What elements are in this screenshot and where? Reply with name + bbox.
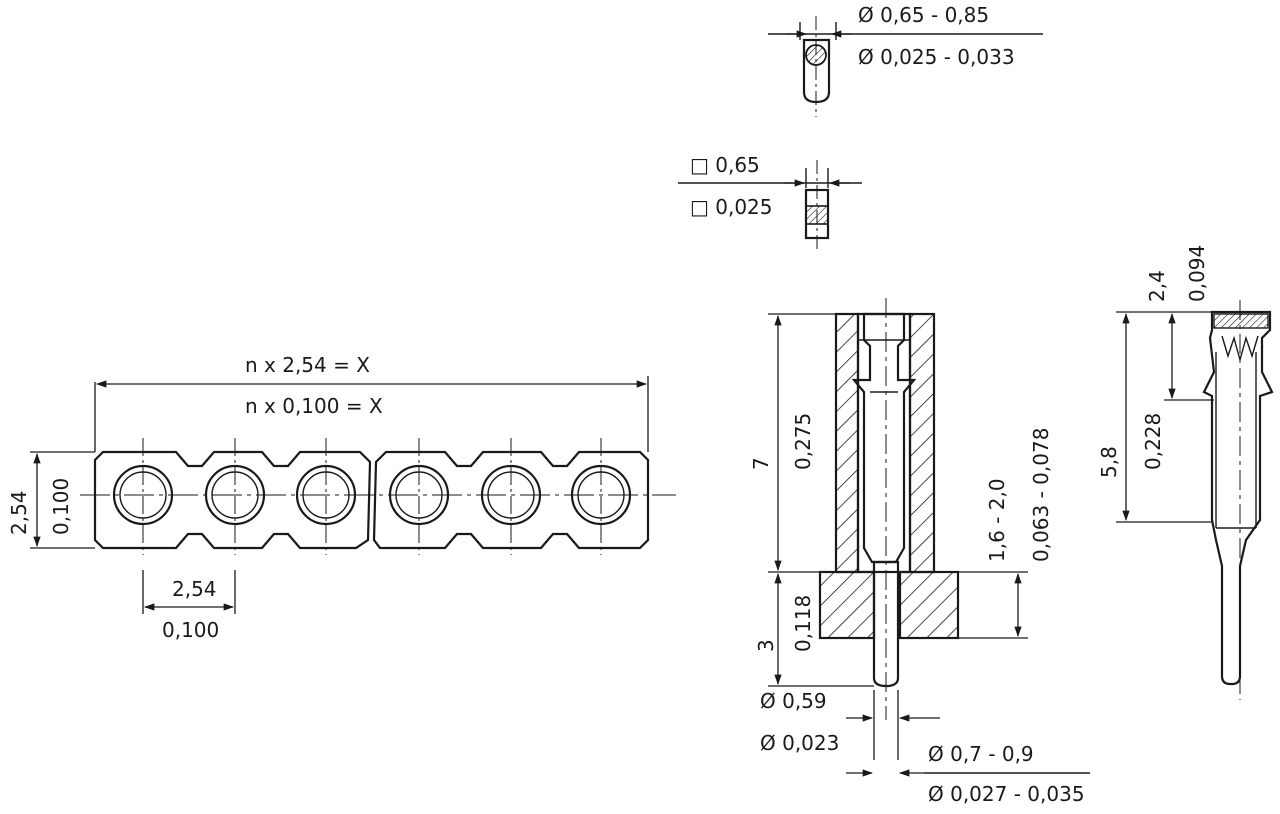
square-pin-size-mm: □ 0,65 [690, 153, 760, 177]
tail-length-mm: 3 [754, 639, 778, 652]
housing-cavity [856, 312, 912, 574]
board-thickness-mm: 1,6 - 2,0 [985, 478, 1009, 562]
tail-dia-mm: Ø 0,59 [760, 689, 827, 713]
strip-length-mm: n x 2,54 = X [245, 353, 370, 377]
housing-wall-left [834, 312, 860, 574]
contact-body [1202, 310, 1274, 686]
square-pin-detail: □ 0,65 □ 0,025 [678, 153, 862, 252]
socket-strip-view: n x 2,54 = X n x 0,100 = X 2,54 0,100 2,… [7, 353, 676, 642]
strip-outline-left [93, 450, 372, 550]
tail-length-inch: 0,118 [791, 595, 815, 652]
contact-top-mm: 2,4 [1145, 270, 1169, 302]
contact-body-mm: 5,8 [1097, 446, 1121, 478]
round-pin-detail: Ø 0,65 - 0,85 Ø 0,025 - 0,033 [768, 3, 1043, 117]
board-thickness-inch: 0,063 - 0,078 [1029, 428, 1053, 562]
socket-height-inch: 0,275 [791, 413, 815, 470]
pcb-left [818, 570, 876, 640]
strip-height-mm: 2,54 [7, 490, 31, 535]
round-pin-dia-mm: Ø 0,65 - 0,85 [858, 3, 989, 27]
contact-detail: 2,4 0,094 5,8 0,228 [1097, 245, 1274, 700]
housing-wall-right [908, 312, 936, 574]
strip-spacing-inch: 0,100 [162, 618, 219, 642]
hole-dia-inch: Ø 0,027 - 0,035 [928, 782, 1085, 806]
contact-top-inch: 0,094 [1185, 245, 1209, 302]
strip-holes [112, 438, 632, 555]
tail-dia-inch: Ø 0,023 [760, 731, 839, 755]
strip-height-inch: 0,100 [49, 478, 73, 535]
strip-spacing-mm: 2,54 [172, 577, 217, 601]
socket-height-mm: 7 [749, 457, 773, 470]
contact-top-collar [1213, 313, 1269, 329]
pcb-right [898, 570, 960, 640]
contact-body-inch: 0,228 [1141, 413, 1165, 470]
hole-dia-mm: Ø 0,7 - 0,9 [928, 742, 1034, 766]
socket-section-view: 7 0,275 3 0,118 1,6 - 2,0 0,063 - 0,078 … [749, 298, 1090, 806]
square-pin-size-inch: □ 0,025 [690, 195, 773, 219]
socket-contact [851, 312, 917, 564]
strip-length-inch: n x 0,100 = X [245, 394, 383, 418]
strip-outline-right [372, 450, 650, 550]
round-pin-dia-inch: Ø 0,025 - 0,033 [858, 45, 1015, 69]
